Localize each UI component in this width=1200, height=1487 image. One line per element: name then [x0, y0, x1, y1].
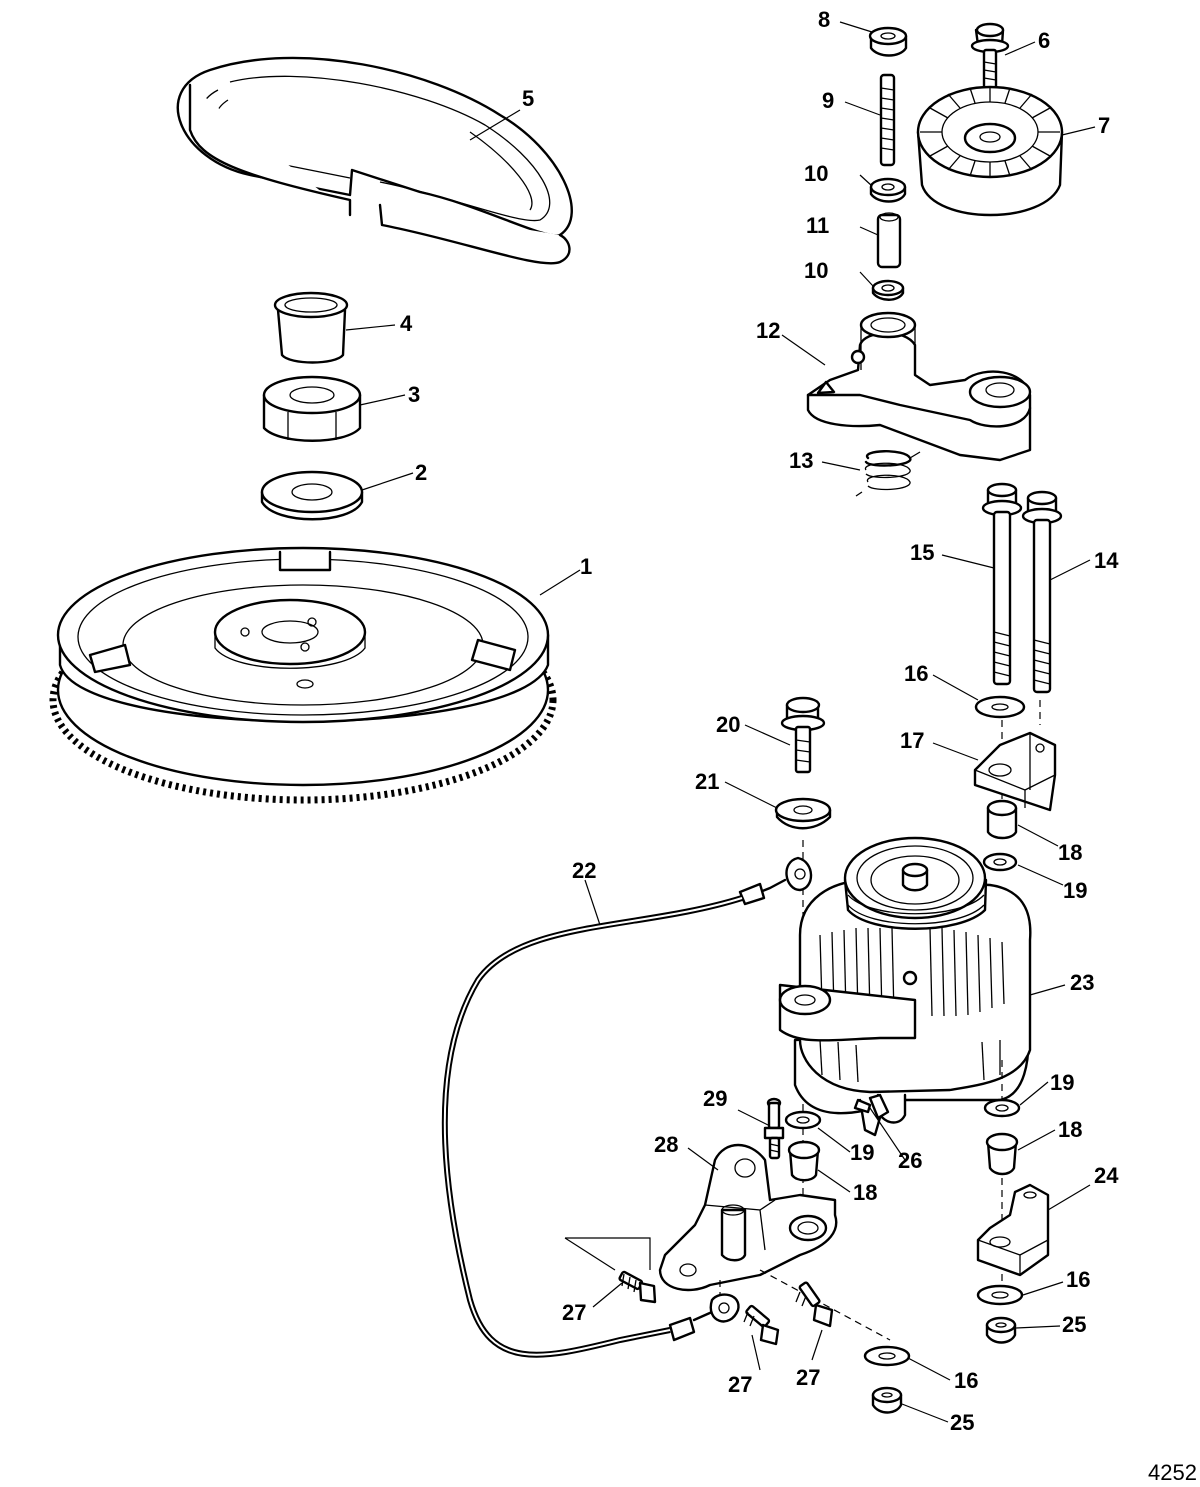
alternator-terminal — [853, 1093, 890, 1120]
bushing-18-upper — [986, 799, 1018, 840]
washer-16-lower — [863, 1345, 911, 1367]
long-bolt-15 — [981, 482, 1023, 686]
callout-25-right: 25 — [1062, 1312, 1086, 1337]
callout-17: 17 — [900, 728, 924, 753]
callout-19-middle: 19 — [850, 1140, 874, 1165]
callout-27-left: 27 — [562, 1300, 586, 1325]
callout-1: 1 — [580, 554, 592, 579]
callout-3: 3 — [408, 382, 420, 407]
nut-25-right — [985, 1316, 1017, 1344]
callout-18-right: 18 — [1058, 1117, 1082, 1142]
callout-18-upper: 18 — [1058, 840, 1082, 865]
washer-16-upper — [974, 695, 1026, 719]
bracket-bolt-middle — [743, 1304, 780, 1346]
callout-16-upper: 16 — [904, 661, 928, 686]
stud — [879, 73, 896, 167]
washer-upper — [869, 177, 907, 203]
callout-9: 9 — [822, 88, 834, 113]
callout-11: 11 — [806, 213, 829, 238]
callout-27-middle: 27 — [728, 1372, 752, 1397]
figure-id: 4252 — [1148, 1460, 1197, 1485]
bracket-bolt-right — [795, 1281, 834, 1328]
callout-23: 23 — [1070, 970, 1094, 995]
callout-8: 8 — [818, 7, 830, 32]
callout-5: 5 — [522, 86, 534, 111]
callout-29: 29 — [703, 1086, 727, 1111]
callout-4: 4 — [400, 311, 413, 336]
ground-bolt — [780, 696, 826, 774]
stud-29 — [763, 1097, 785, 1160]
callout-labels: 1 2 3 4 5 6 7 8 9 10 10 11 12 13 14 15 1… — [400, 7, 1119, 1435]
washer-19-middle — [784, 1110, 822, 1130]
long-bolt-14 — [1021, 490, 1063, 694]
callout-2: 2 — [415, 460, 427, 485]
callout-16-lower: 16 — [954, 1368, 978, 1393]
spacer — [876, 212, 902, 269]
callout-13: 13 — [789, 448, 813, 473]
callout-28: 28 — [654, 1132, 678, 1157]
leader-lines — [345, 21, 1096, 1423]
washer-19-upper — [982, 852, 1018, 872]
tensioner-arm — [806, 311, 1032, 462]
idler-pulley — [916, 85, 1064, 217]
bushing-18-middle — [787, 1140, 821, 1182]
callout-10-upper: 10 — [804, 161, 828, 186]
washer-19-right — [983, 1098, 1021, 1118]
rear-bracket — [976, 1183, 1050, 1277]
ground-cable — [441, 856, 813, 1358]
callout-19-right: 19 — [1050, 1070, 1074, 1095]
callout-27-right: 27 — [796, 1365, 820, 1390]
flywheel-nut — [262, 375, 362, 442]
callout-16-right: 16 — [1066, 1267, 1090, 1292]
alternator-bracket — [973, 731, 1057, 812]
alternator — [778, 836, 1032, 1137]
nut-25-lower — [871, 1386, 903, 1414]
callout-12: 12 — [756, 318, 780, 343]
washer-16-right — [976, 1284, 1024, 1306]
tension-spring — [855, 450, 921, 497]
washer-lower — [871, 279, 905, 301]
callout-20: 20 — [716, 712, 740, 737]
flywheel — [49, 546, 557, 804]
callout-7: 7 — [1098, 113, 1110, 138]
bracket-bolt-left — [618, 1270, 657, 1304]
mounting-bracket — [658, 1143, 838, 1292]
callout-15: 15 — [910, 540, 934, 565]
callout-24: 24 — [1094, 1163, 1119, 1188]
callout-22: 22 — [572, 858, 596, 883]
callout-18-middle: 18 — [853, 1180, 877, 1205]
callout-6: 6 — [1038, 28, 1050, 53]
idler-nut — [868, 26, 908, 57]
callout-25-lower: 25 — [950, 1410, 974, 1435]
callout-19-upper: 19 — [1063, 878, 1087, 903]
callout-10-lower: 10 — [804, 258, 828, 283]
callout-21: 21 — [695, 769, 719, 794]
callout-14: 14 — [1094, 548, 1119, 573]
bushing — [273, 291, 349, 364]
washer-21 — [774, 797, 832, 830]
pulley-bolt — [970, 22, 1010, 92]
drive-belt — [176, 56, 573, 265]
callout-26: 26 — [898, 1148, 922, 1173]
bushing-18-right — [985, 1132, 1019, 1176]
flywheel-washer — [260, 470, 364, 521]
